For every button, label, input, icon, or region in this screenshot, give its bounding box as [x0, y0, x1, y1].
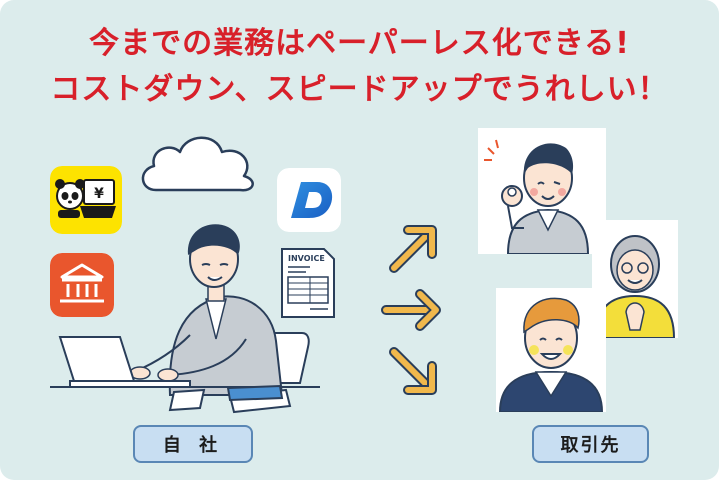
arrow-down-right-icon — [389, 347, 437, 395]
cloud-icon — [141, 136, 254, 192]
documents-on-desk — [226, 384, 292, 414]
svg-text:¥: ¥ — [94, 186, 104, 202]
arrow-right-icon — [381, 289, 441, 331]
office-worker-illustration — [50, 224, 320, 396]
partner-woman-illustration — [592, 220, 678, 338]
invoice-label: INVOICE — [288, 254, 325, 263]
invoice-document-icon: INVOICE — [281, 248, 335, 318]
partner-man-smiling-illustration — [496, 288, 606, 412]
business-partner-label: 取引先 — [532, 425, 649, 463]
headline-line-2: コストダウン、スピードアップでうれしい！ — [50, 72, 669, 107]
smartphone-on-desk — [168, 388, 206, 412]
d-app-icon — [277, 168, 341, 232]
panda-accounting-app-icon: ¥ — [50, 166, 122, 234]
partner-man-ok-gesture-illustration — [478, 128, 606, 254]
headline-line-1: 今までの業務はペーパーレス化できる! — [89, 26, 630, 61]
bank-app-icon — [50, 253, 114, 317]
own-company-label: 自 社 — [133, 425, 253, 463]
arrow-up-right-icon — [389, 225, 437, 273]
